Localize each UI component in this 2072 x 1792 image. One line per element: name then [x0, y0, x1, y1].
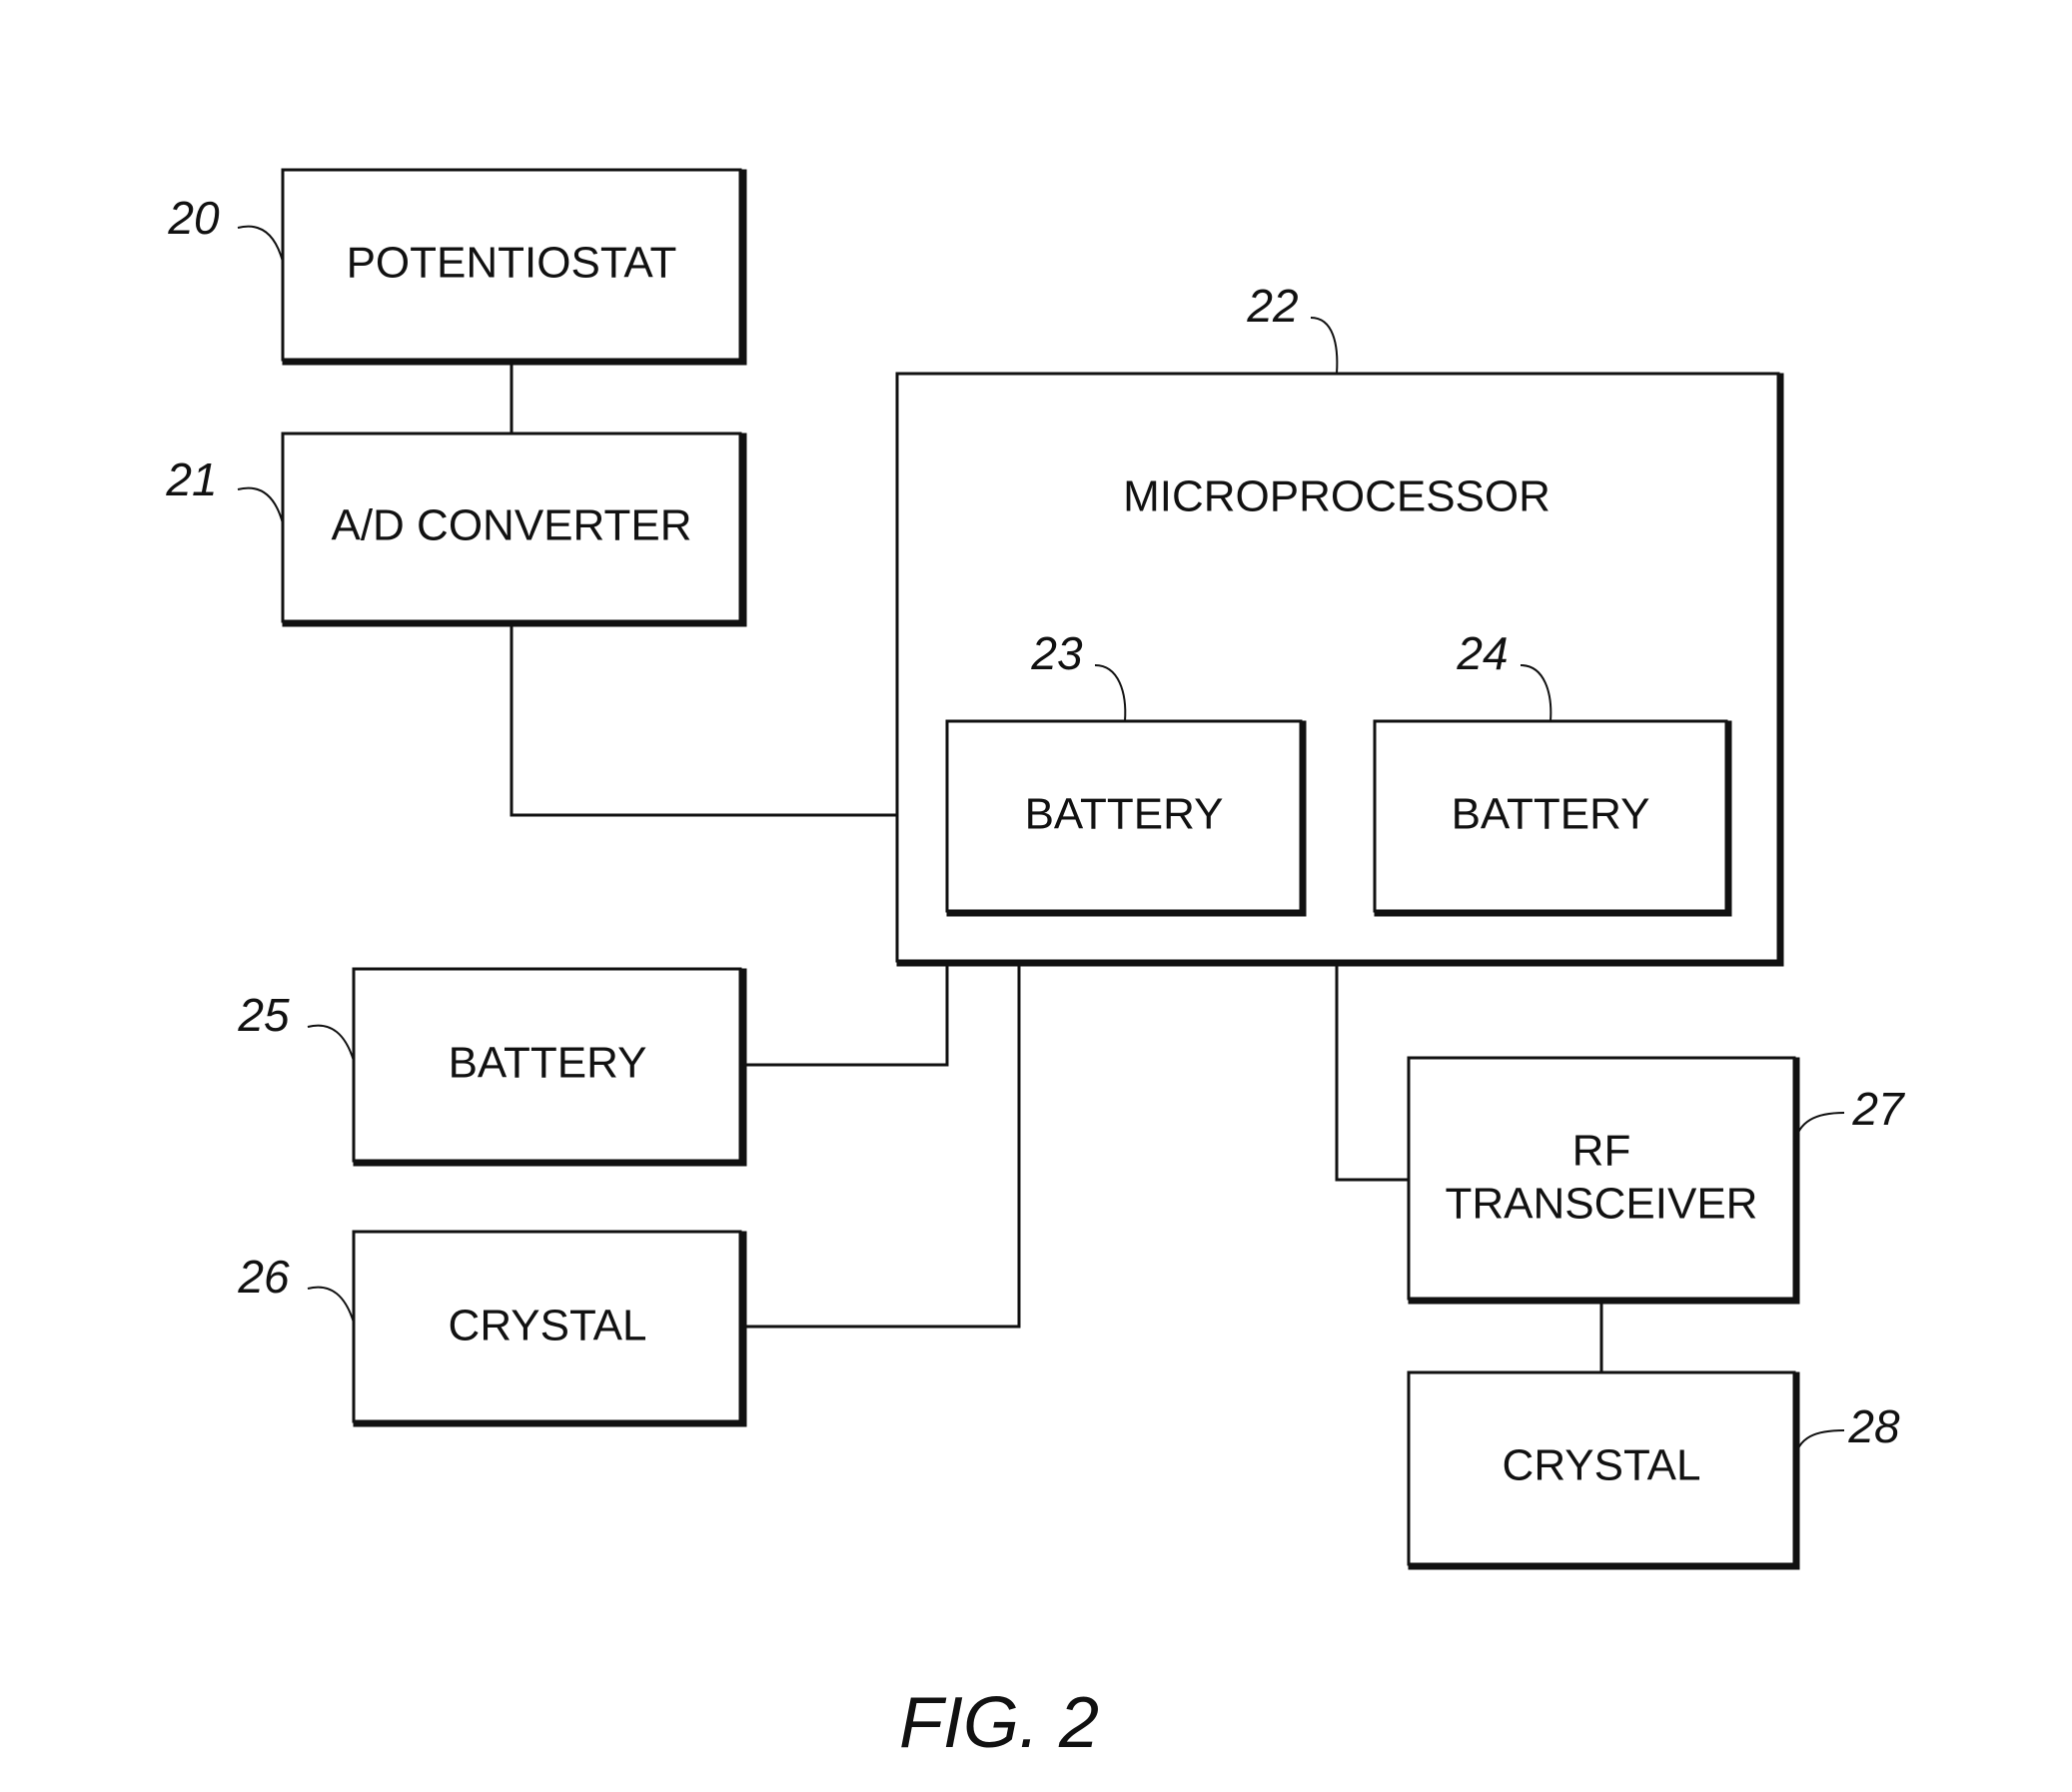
ref-20: 20: [167, 192, 220, 244]
leader-22: [1311, 318, 1337, 374]
ref-26: 26: [237, 1251, 290, 1303]
potentiostat-block: POTENTIOSTAT: [283, 170, 743, 362]
crystal-28-label: CRYSTAL: [1503, 1441, 1701, 1490]
ad-converter-block: A/D CONVERTER: [283, 434, 743, 623]
leader-27: [1794, 1113, 1844, 1145]
rf-transceiver-label-line2: TRANSCEIVER: [1446, 1180, 1758, 1229]
leader-21: [238, 488, 283, 523]
ref-27: 27: [1851, 1083, 1905, 1135]
battery-25-block: BATTERY: [354, 969, 743, 1163]
leader-20: [238, 227, 283, 262]
ref-21: 21: [165, 453, 217, 505]
rf-transceiver-block: RF TRANSCEIVER: [1409, 1058, 1796, 1301]
ad-converter-label: A/D CONVERTER: [331, 501, 691, 550]
wire-microprocessor-rf: [1337, 963, 1409, 1180]
leader-26: [308, 1288, 354, 1323]
leader-25: [308, 1026, 354, 1061]
wire-crystal26-microprocessor: [743, 963, 1019, 1327]
crystal-26-label: CRYSTAL: [449, 1302, 647, 1350]
ref-23: 23: [1030, 627, 1083, 679]
wire-battery25-microprocessor: [743, 963, 947, 1065]
wire-ad-microprocessor: [512, 623, 897, 815]
battery-24-block: BATTERY: [1375, 721, 1728, 913]
ref-28: 28: [1847, 1400, 1900, 1452]
ref-24: 24: [1456, 627, 1508, 679]
ref-25: 25: [237, 989, 290, 1041]
battery-24-label: BATTERY: [1452, 790, 1650, 839]
crystal-26-block: CRYSTAL: [354, 1232, 743, 1423]
rf-transceiver-label-line1: RF: [1572, 1127, 1631, 1176]
leader-28: [1794, 1430, 1844, 1460]
battery-23-label: BATTERY: [1025, 790, 1224, 839]
battery-25-label: BATTERY: [449, 1039, 647, 1088]
ref-22: 22: [1246, 280, 1298, 332]
microprocessor-label: MICROPROCESSOR: [1123, 472, 1551, 521]
potentiostat-label: POTENTIOSTAT: [347, 239, 677, 288]
figure-caption: FIG. 2: [899, 1683, 1099, 1763]
crystal-28-block: CRYSTAL: [1409, 1372, 1796, 1566]
battery-23-block: BATTERY: [947, 721, 1303, 913]
